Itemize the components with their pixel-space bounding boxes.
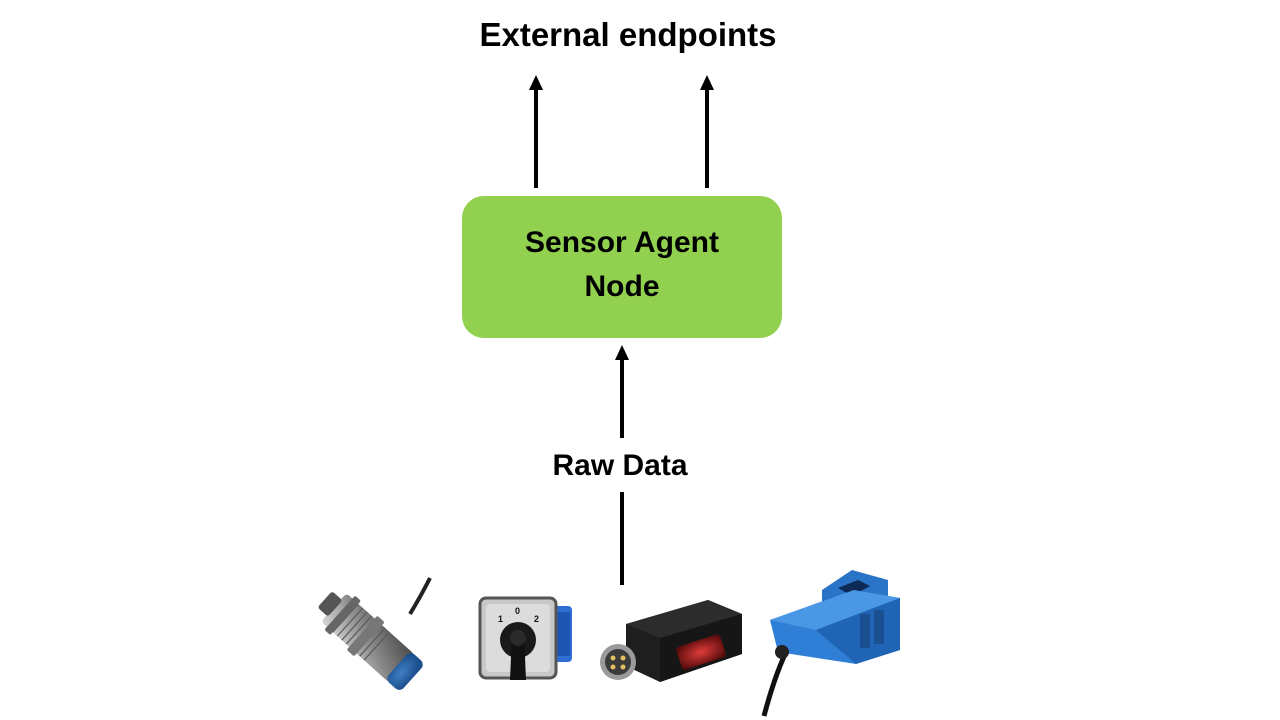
- node-label-line1: Sensor Agent: [525, 226, 719, 259]
- output-arrow-right: [700, 75, 714, 188]
- switch-position-2: 2: [534, 614, 539, 624]
- switch-position-1: 1: [498, 614, 503, 624]
- switch-position-0: 0: [515, 606, 520, 616]
- photoelectric-sensor-icon: [600, 600, 742, 682]
- split-core-current-transformer-icon: [761, 570, 900, 717]
- rotary-cam-switch-icon: 1 0 2: [478, 596, 572, 680]
- inductive-proximity-sensor-icon: [318, 577, 432, 690]
- raw-data-label: Raw Data: [552, 449, 688, 482]
- input-arrow: [615, 345, 629, 438]
- output-arrow-left: [529, 75, 543, 188]
- external-endpoints-label: External endpoints: [479, 16, 777, 53]
- sensor-agent-node: Sensor Agent Node: [462, 196, 782, 338]
- node-label-line2: Node: [584, 270, 660, 303]
